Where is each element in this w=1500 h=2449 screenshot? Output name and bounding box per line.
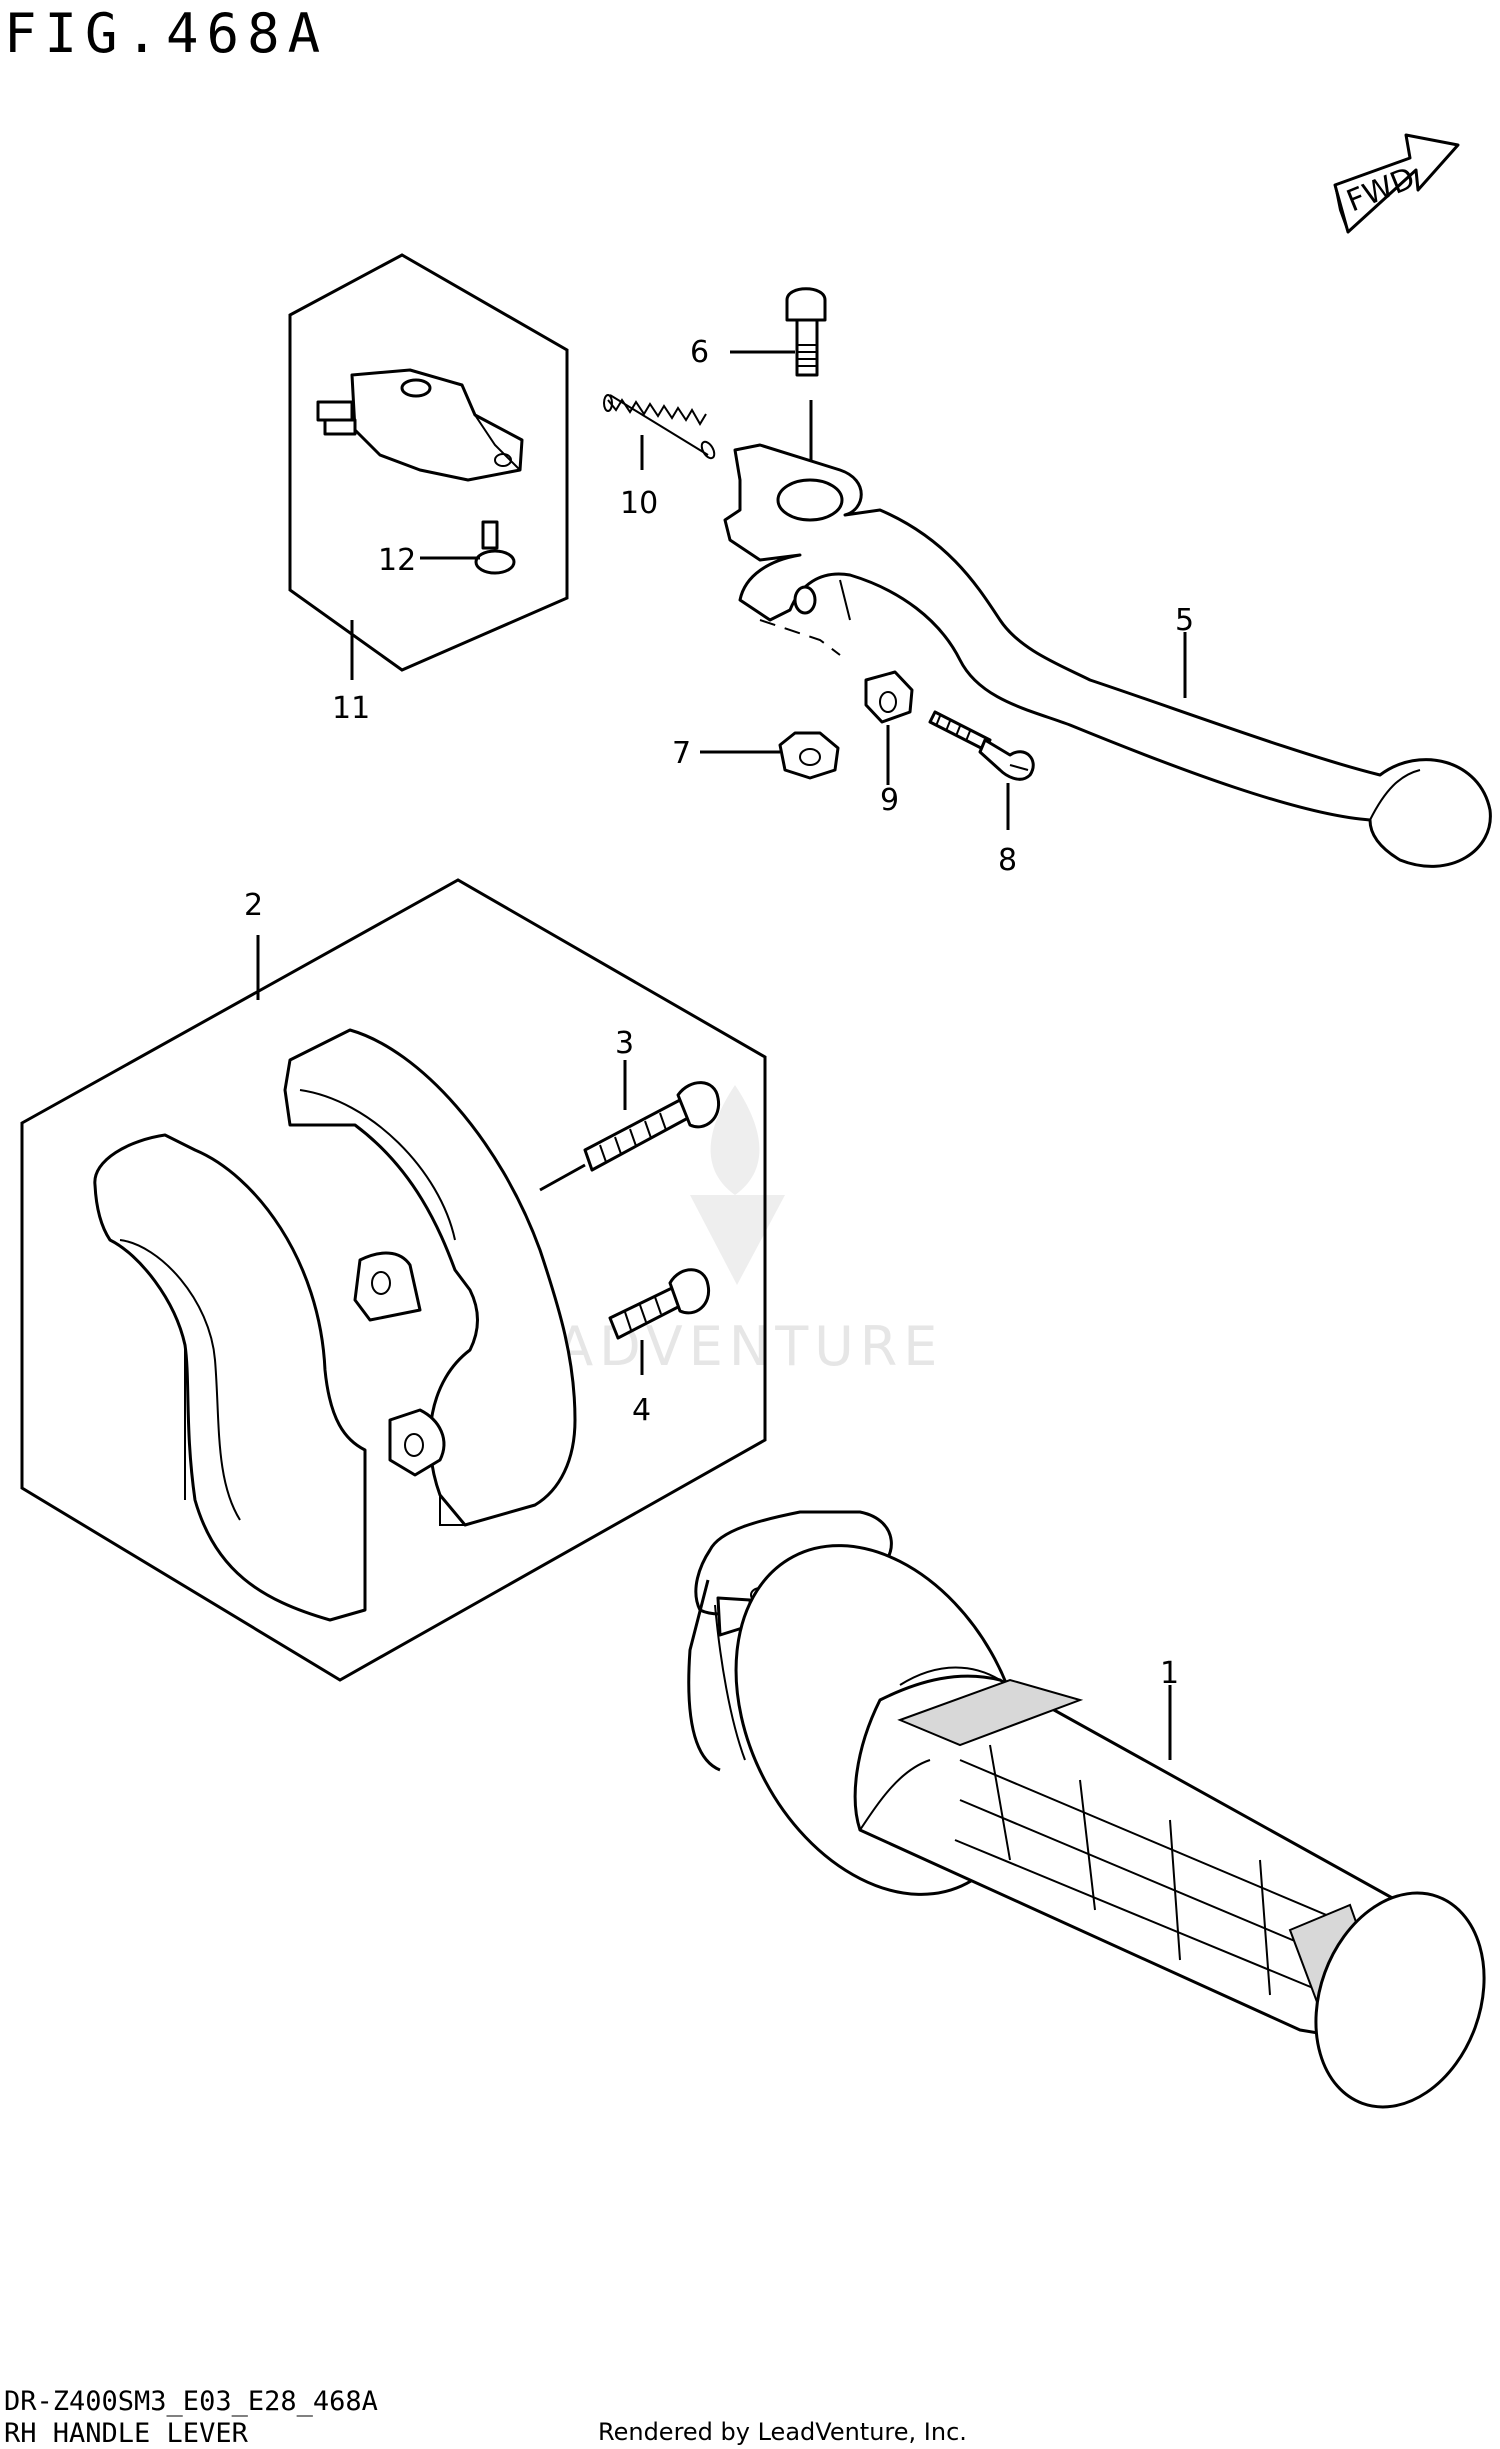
model-code: DR-Z400SM3_E03_E28_468A bbox=[4, 2386, 378, 2417]
switch-screw-part[interactable] bbox=[474, 520, 516, 575]
callout-9: 9 bbox=[880, 783, 899, 818]
fwd-arrow-icon[interactable]: FWD bbox=[1333, 133, 1460, 234]
diagram-subtitle: RH HANDLE LEVER bbox=[4, 2418, 248, 2449]
callout-7: 7 bbox=[672, 736, 691, 771]
callout-5: 5 bbox=[1175, 603, 1194, 638]
flange-nut-part[interactable] bbox=[778, 731, 840, 780]
callout-1: 1 bbox=[1160, 1656, 1179, 1691]
switch-kit-box bbox=[288, 253, 569, 672]
callout-11: 11 bbox=[332, 691, 370, 726]
brake-switch-part[interactable] bbox=[316, 368, 524, 482]
pivot-bolt-part[interactable] bbox=[785, 287, 827, 377]
callout-3: 3 bbox=[615, 1026, 634, 1061]
callout-6: 6 bbox=[690, 335, 709, 370]
callout-4: 4 bbox=[632, 1393, 651, 1428]
brake-lever-part[interactable] bbox=[723, 443, 1492, 868]
callout-12: 12 bbox=[378, 543, 416, 578]
render-credit: Rendered by LeadVenture, Inc. bbox=[598, 2418, 967, 2446]
bracket-screw-short-part[interactable] bbox=[608, 1268, 711, 1340]
lever-bracket-kit-box bbox=[20, 878, 767, 1682]
lever-nut-part[interactable] bbox=[864, 670, 914, 724]
throttle-grip-part[interactable] bbox=[678, 1496, 1500, 2131]
callout-8: 8 bbox=[998, 843, 1017, 878]
callout-2: 2 bbox=[244, 888, 263, 923]
callout-10: 10 bbox=[620, 486, 658, 521]
bracket-screw-long-part[interactable] bbox=[583, 1081, 721, 1172]
bracket-clamp-part[interactable] bbox=[93, 1028, 577, 1622]
adjuster-bolt-part[interactable] bbox=[928, 710, 1035, 781]
lever-spring-part[interactable] bbox=[603, 394, 717, 460]
figure-title: FIG.468A bbox=[4, 2, 329, 65]
